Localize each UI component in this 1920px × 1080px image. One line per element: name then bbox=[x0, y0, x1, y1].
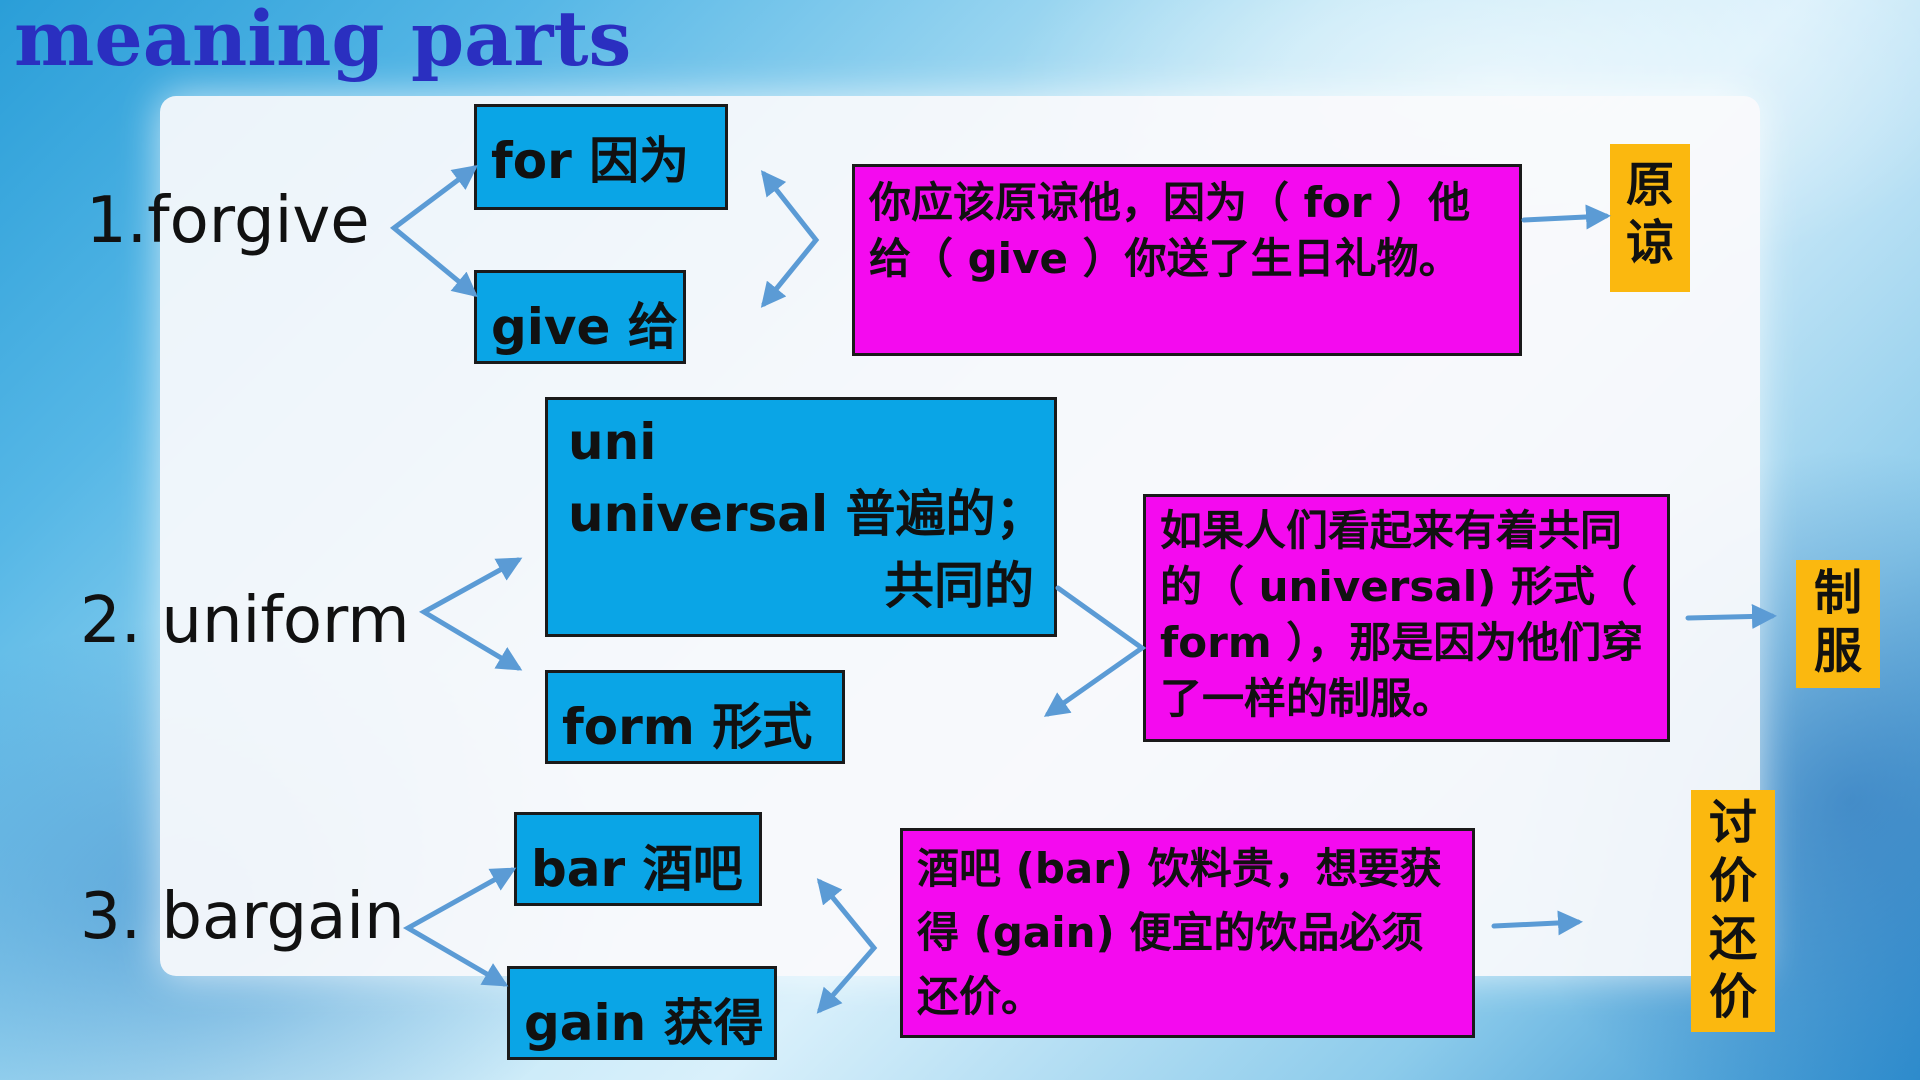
part-box-uni: uni universal 普遍的； 共同的 bbox=[545, 397, 1057, 637]
word-uniform: 2. uniform bbox=[80, 584, 410, 658]
part-universal-meaning: 共同的 bbox=[884, 557, 1034, 615]
part-universal-label: universal 普遍的； bbox=[568, 485, 1046, 543]
part-box-give: give 给 bbox=[474, 270, 686, 364]
sentence-box-bargain: 酒吧 (bar) 饮料贵，想要获得 (gain) 便宜的饮品必须还价。 bbox=[900, 828, 1475, 1038]
word-bargain: 3. bargain bbox=[80, 880, 405, 954]
word-forgive: 1.forgive bbox=[86, 184, 370, 258]
split-arrow-uniform bbox=[418, 557, 523, 671]
merge-arrow-forgive bbox=[760, 170, 820, 308]
result-arrow-forgive bbox=[1521, 204, 1611, 230]
part-box-form: form 形式 bbox=[545, 670, 845, 764]
sentence-box-forgive: 你应该原谅他，因为（ for ）他给（ give ）你送了生日礼物。 bbox=[852, 164, 1522, 356]
result-arrow-uniform bbox=[1685, 603, 1777, 629]
result-arrow-bargain bbox=[1491, 910, 1583, 936]
split-arrow-bargain bbox=[402, 867, 517, 987]
merge-arrow-bargain bbox=[816, 878, 878, 1014]
meaning-box-forgive: 原谅 bbox=[1610, 144, 1690, 292]
meaning-box-uniform: 制服 bbox=[1796, 560, 1880, 688]
meaning-box-bargain: 讨价还价 bbox=[1691, 790, 1775, 1032]
merge-arrow-uniform bbox=[1043, 585, 1147, 717]
slide-title: meaning parts bbox=[14, 0, 632, 83]
part-box-for: for 因为 bbox=[474, 104, 728, 210]
part-box-bar: bar 酒吧 bbox=[514, 812, 762, 906]
sentence-box-uniform: 如果人们看起来有着共同的（ universal) 形式（ form ），那是因为… bbox=[1143, 494, 1670, 742]
split-arrow-forgive bbox=[389, 165, 478, 298]
part-box-gain: gain 获得 bbox=[507, 966, 777, 1060]
part-uni-label: uni bbox=[568, 413, 657, 471]
